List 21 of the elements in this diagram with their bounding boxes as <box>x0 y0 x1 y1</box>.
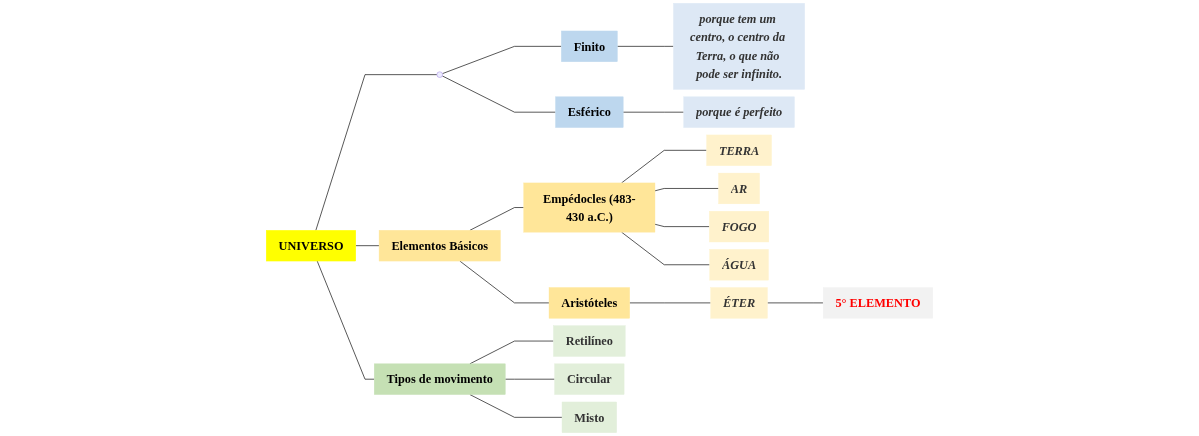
node-box: Empédocles (483-430 a.C.) <box>523 182 656 233</box>
connector <box>316 260 375 380</box>
node-box: porque tem um centro, o centro da Terra, o que não pode ser infinito. <box>673 3 805 90</box>
node-box: Aristóteles <box>548 287 630 319</box>
node-box: Esférico <box>555 96 624 128</box>
node-box: Misto <box>561 401 617 433</box>
node-box: Retilíneo <box>553 325 626 357</box>
node-circle <box>436 71 443 78</box>
node-box: Finito <box>561 30 618 62</box>
node-box: Tipos de movimento <box>374 363 506 395</box>
connector <box>621 150 707 184</box>
node-box: AR <box>718 172 760 205</box>
node-box: porque é perfeito <box>683 96 795 128</box>
node-box: FOGO <box>709 211 769 243</box>
node-box: ÁGUA <box>709 249 769 281</box>
node-box: Circular <box>554 363 625 395</box>
node-box: UNIVERSO <box>266 230 356 262</box>
node-box: ÉTER <box>710 287 768 319</box>
node-box: TERRA <box>706 134 772 166</box>
node-box: Elementos Básicos <box>378 230 501 262</box>
node-box: 5° ELEMENTO <box>822 287 933 319</box>
